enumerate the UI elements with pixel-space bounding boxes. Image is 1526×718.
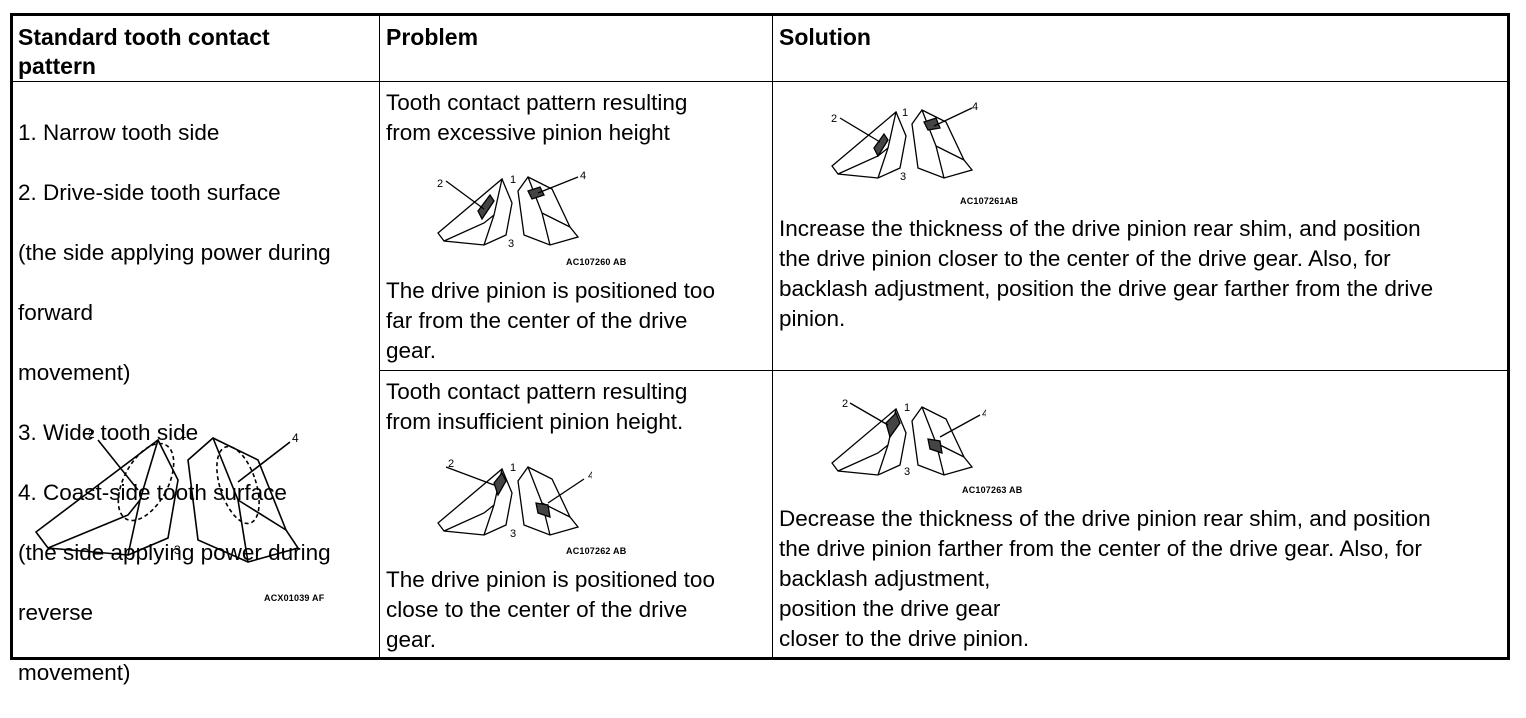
- figure-label: 4: [580, 170, 586, 182]
- figure-label: 2: [842, 398, 848, 410]
- figure-code: AC107260 AB: [566, 257, 627, 267]
- figure-label: 2: [88, 427, 95, 441]
- column-divider: [379, 15, 380, 658]
- legend-line: 4. Coast-side tooth surface: [18, 480, 287, 505]
- legend-line: 3. Wide tooth side: [18, 420, 199, 445]
- figure-label: 3: [510, 528, 516, 540]
- figure-code: AC107263 AB: [962, 485, 1023, 495]
- solution-tooth-figure: 1 2 3 4: [831, 101, 978, 183]
- figure-label: 3: [508, 238, 514, 250]
- figure-label: 1: [510, 174, 516, 186]
- figure-code: AC107262 AB: [566, 546, 627, 556]
- standard-tooth-figure: 1 2 3 4: [34, 427, 300, 563]
- solution-tooth-figure: 1 2 3 4: [831, 398, 986, 478]
- figure-label: 3: [174, 543, 181, 557]
- problem-title: Tooth contact pattern resulting from exc…: [386, 90, 688, 145]
- problem-tooth-figure: 1 2 3 4: [437, 458, 592, 540]
- header-solution: Solution: [779, 24, 871, 50]
- legend-line: movement): [18, 660, 131, 685]
- legend-line: 1. Narrow tooth side: [18, 120, 220, 145]
- header-standard-pattern: Standard tooth contact pattern: [18, 24, 270, 79]
- figure-label: 1: [510, 462, 516, 474]
- figure-label: 4: [982, 408, 986, 420]
- header-divider: [12, 81, 1508, 82]
- legend-line: movement): [18, 360, 131, 385]
- figure-code: AC107261AB: [960, 196, 1019, 206]
- legend-line: (the side applying power during: [18, 540, 331, 565]
- row-divider: [380, 370, 1508, 371]
- standard-legend: 1. Narrow tooth side 2. Drive-side tooth…: [18, 88, 373, 718]
- figure-label: 3: [900, 171, 906, 183]
- header-problem: Problem: [386, 24, 479, 50]
- figure-label: 3: [904, 466, 910, 478]
- problem-tooth-figure: 1 2 3 4: [437, 170, 586, 250]
- figure-label: 4: [972, 101, 978, 113]
- figure-label: 1: [904, 402, 910, 414]
- solution-description: Decrease the thickness of the drive pini…: [779, 506, 1431, 651]
- figure-label: 1: [180, 427, 187, 441]
- legend-line: reverse: [18, 600, 94, 625]
- tooth-contact-table: [10, 13, 1510, 660]
- solution-description: Increase the thickness of the drive pini…: [779, 216, 1434, 331]
- figure-label: 2: [437, 178, 443, 190]
- figure-label: 4: [588, 470, 592, 482]
- problem-description: The drive pinion is positioned too far f…: [386, 278, 715, 363]
- figure-label: 1: [902, 107, 908, 119]
- figure-label: 2: [831, 113, 837, 125]
- column-divider: [772, 15, 773, 658]
- problem-description: The drive pinion is positioned too close…: [386, 567, 715, 652]
- figure-label: 4: [292, 431, 299, 445]
- figure-code: ACX01039 AF: [264, 593, 325, 603]
- legend-line: (the side applying power during: [18, 240, 331, 265]
- problem-title: Tooth contact pattern resulting from ins…: [386, 379, 688, 434]
- legend-line: 2. Drive-side tooth surface: [18, 180, 281, 205]
- legend-line: forward: [18, 300, 94, 325]
- figure-label: 2: [448, 458, 454, 470]
